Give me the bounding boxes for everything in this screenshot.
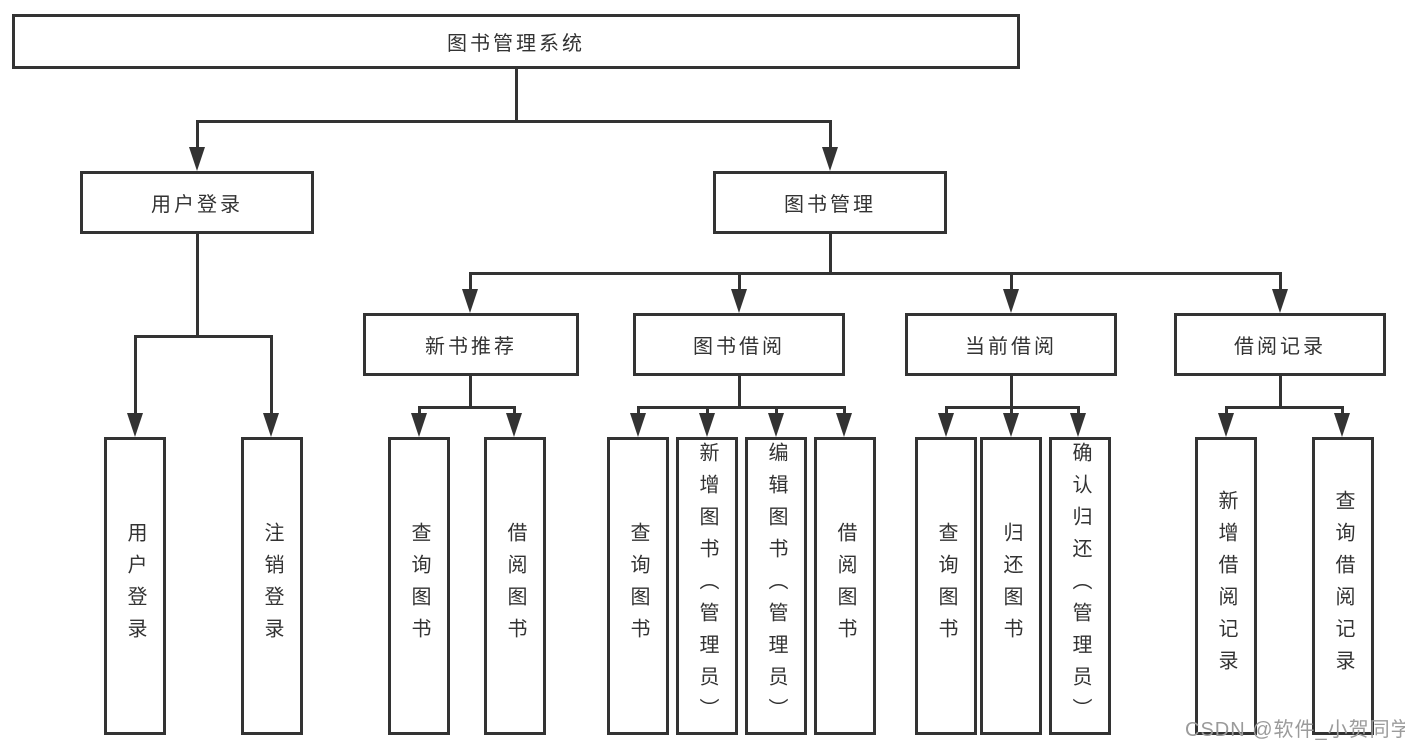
connector-line (196, 234, 199, 336)
leaf-query-books-recommend: 查询图书 (388, 437, 450, 735)
arrow-down-icon (462, 289, 478, 313)
leaf-borrow-books-recommend: 借阅图书 (484, 437, 546, 735)
connector-line (469, 272, 1281, 275)
leaf-query-books-current: 查询图书 (915, 437, 977, 735)
node-current-borrowing: 当前借阅 (905, 313, 1117, 376)
leaf-add-borrow-record: 新增借阅记录 (1195, 437, 1257, 735)
node-borrowing-records: 借阅记录 (1174, 313, 1386, 376)
leaf-edit-books-admin: 编辑图书（管理员） (745, 437, 807, 735)
connector-line (1077, 406, 1080, 416)
leaf-user-login: 用户登录 (104, 437, 166, 735)
connector-line (829, 120, 832, 150)
node-book-borrowing: 图书借阅 (633, 313, 845, 376)
arrow-down-icon (1003, 413, 1019, 437)
connector-line (706, 406, 709, 416)
connector-line (270, 335, 273, 415)
arrow-down-icon (127, 413, 143, 437)
connector-line (637, 406, 640, 416)
connector-line (515, 68, 518, 121)
connector-line (775, 406, 778, 416)
node-book-management: 图书管理 (713, 171, 947, 234)
arrow-down-icon (411, 413, 427, 437)
leaf-return-books: 归还图书 (980, 437, 1042, 735)
arrow-down-icon (731, 289, 747, 313)
leaf-confirm-return-admin: 确认归还（管理员） (1049, 437, 1111, 735)
arrow-down-icon (506, 413, 522, 437)
leaf-query-borrow-record: 查询借阅记录 (1312, 437, 1374, 735)
connector-line (1010, 272, 1013, 292)
node-library-management-system: 图书管理系统 (12, 14, 1020, 69)
node-new-book-recommendation: 新书推荐 (363, 313, 579, 376)
arrow-down-icon (768, 413, 784, 437)
arrow-down-icon (189, 147, 205, 171)
connector-line (1279, 272, 1282, 292)
arrow-down-icon (263, 413, 279, 437)
connector-line (1010, 376, 1013, 407)
connector-line (1341, 406, 1344, 416)
connector-line (1010, 406, 1013, 416)
leaf-add-books-admin: 新增图书（管理员） (676, 437, 738, 735)
node-user-login: 用户登录 (80, 171, 314, 234)
arrow-down-icon (836, 413, 852, 437)
connector-line (134, 335, 137, 415)
connector-line (637, 406, 845, 409)
connector-line (418, 406, 421, 416)
arrow-down-icon (1003, 289, 1019, 313)
connector-line (469, 272, 472, 292)
connector-line (418, 406, 516, 409)
connector-line (738, 272, 741, 292)
arrow-down-icon (1218, 413, 1234, 437)
connector-line (829, 234, 832, 274)
leaf-query-books-borrow: 查询图书 (607, 437, 669, 735)
arrow-down-icon (699, 413, 715, 437)
connector-line (945, 406, 948, 416)
arrow-down-icon (1272, 289, 1288, 313)
arrow-down-icon (1334, 413, 1350, 437)
connector-line (843, 406, 846, 416)
arrow-down-icon (1070, 413, 1086, 437)
connector-line (1225, 406, 1343, 409)
arrow-down-icon (938, 413, 954, 437)
arrow-down-icon (630, 413, 646, 437)
arrow-down-icon (822, 147, 838, 171)
connector-line (196, 120, 199, 150)
leaf-borrow-books: 借阅图书 (814, 437, 876, 735)
connector-line (134, 335, 273, 338)
connector-line (1279, 376, 1282, 407)
connector-line (1225, 406, 1228, 416)
connector-line (513, 406, 516, 416)
connector-line (469, 376, 472, 407)
leaf-logout: 注销登录 (241, 437, 303, 735)
connector-line (196, 120, 832, 123)
connector-line (738, 376, 741, 407)
csdn-watermark: CSDN @软件_小贺同学 (1185, 719, 1405, 741)
